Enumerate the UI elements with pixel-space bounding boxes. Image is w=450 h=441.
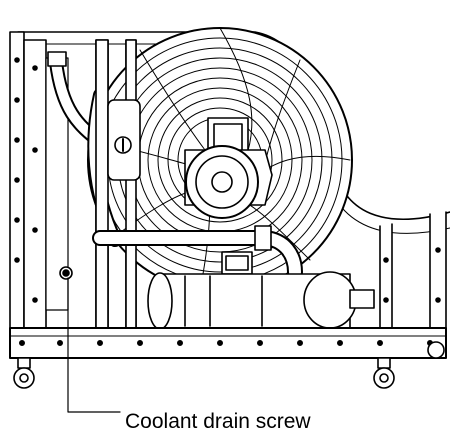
coolant-pump <box>147 251 375 330</box>
callout-leader-line <box>67 277 121 413</box>
coolant-pipe <box>92 225 303 280</box>
base-frame <box>9 327 447 359</box>
left-frame <box>9 31 47 333</box>
fan-motor <box>184 117 273 219</box>
switch-box <box>107 99 141 181</box>
right-frame <box>379 211 447 333</box>
hose-clamp <box>47 51 67 67</box>
caster-right <box>373 357 395 389</box>
callout-label: Coolant drain screw <box>125 410 311 433</box>
caster-right-rear <box>427 341 445 359</box>
coolant-drain-screw <box>59 266 73 280</box>
caster-left <box>13 357 35 389</box>
